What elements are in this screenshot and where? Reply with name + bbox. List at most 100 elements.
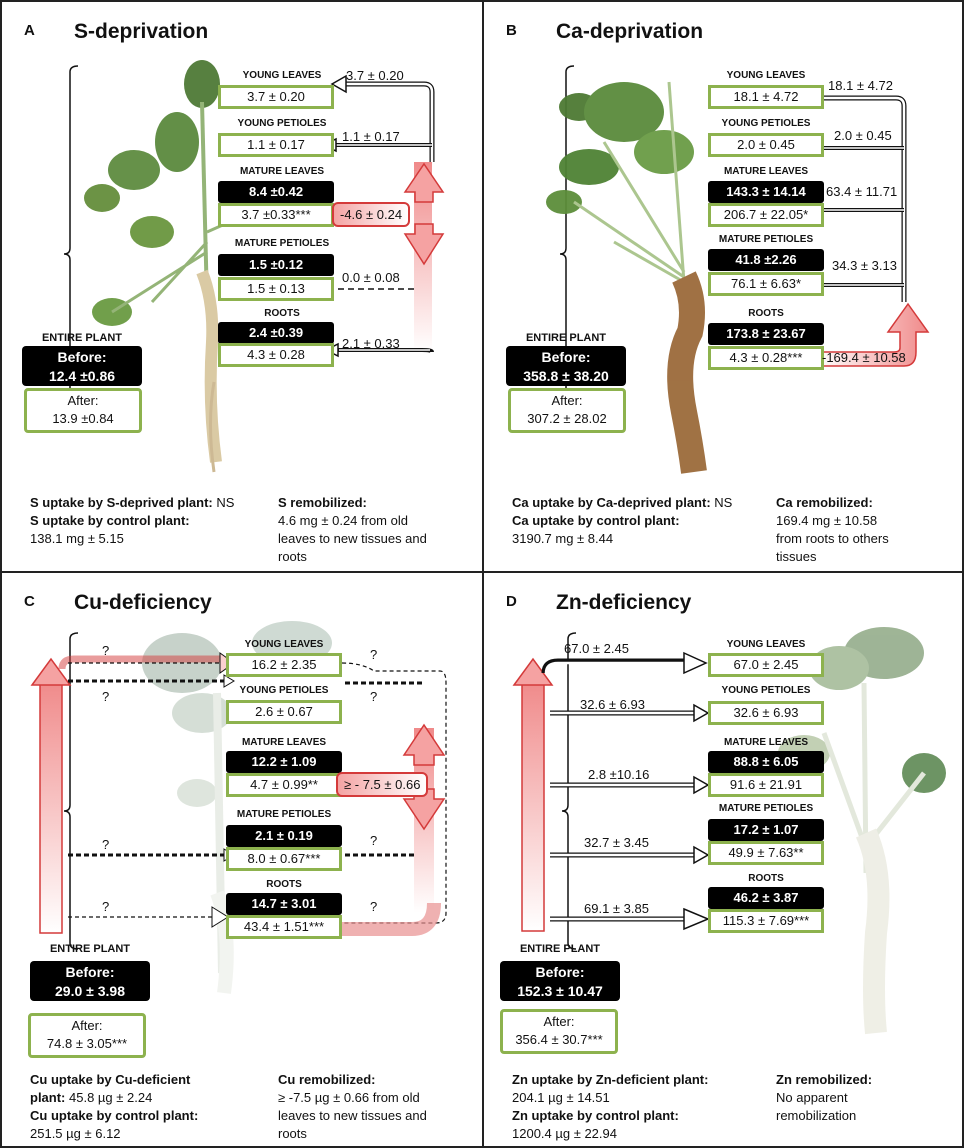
label-mature-leaves: MATURE LEAVES [723,166,809,177]
label-roots: ROOTS [748,873,784,884]
arrow-young-leaves [342,81,435,162]
young-leaves-value: 3.7 ± 0.20 [218,85,334,109]
flow-young-petioles: 32.6 ± 6.93 [580,697,645,712]
remobilized-summary: Cu remobilized: ≥ -7.5 µg ± 0.66 from ol… [278,1071,427,1143]
label-roots: ROOTS [748,308,784,319]
uptake-deprived-value: 204.1 µg ± 14.51 [512,1090,610,1105]
roots-after: 4.3 ± 0.28*** [708,346,824,370]
flow-roots: 69.1 ± 3.85 [584,901,649,916]
young-leaves-value: 67.0 ± 2.45 [708,653,824,677]
roots-after: 43.4 ± 1.51*** [226,915,342,939]
uptake-summary: Ca uptake by Ca-deprived plant: NS Ca up… [512,494,732,548]
mature-petioles-after: 8.0 ± 0.67*** [226,847,342,871]
entire-plant-after: After: 13.9 ±0.84 [24,388,142,433]
flow-mature-petioles: 32.7 ± 3.45 [584,835,649,850]
label-mature-petioles: MATURE PETIOLES [718,234,814,245]
uptake-control-label: Cu uptake by control plant: [30,1108,199,1123]
roots-before: 46.2 ± 3.87 [708,887,824,909]
young-leaves-value: 16.2 ± 2.35 [226,653,342,677]
before-label: Before: [541,349,591,365]
label-young-leaves: YOUNG LEAVES [242,70,322,81]
label-young-petioles: YOUNG PETIOLES [721,685,811,696]
panel-title: Zn-deficiency [556,591,692,614]
remobilized-line: 169.4 mg ± 10.58 [776,513,878,528]
uptake-control-value: 1200.4 µg ± 22.94 [512,1126,617,1141]
mature-leaves-after: 4.7 ± 0.99** [226,773,342,797]
unknown-flow: ? [370,833,378,848]
remobilized-flow: -169.4 ± 10.58 [822,350,906,365]
flow-mature-petioles: 0.0 ± 0.08 [342,270,400,285]
remobilized-line: leaves to new tissues and [278,531,427,546]
uptake-deprived-value: NS [714,495,733,510]
roots-before: 173.8 ± 23.67 [708,323,824,345]
mature-petioles-after: 1.5 ± 0.13 [218,277,334,301]
uptake-control-value: 3190.7 mg ± 8.44 [512,531,614,546]
before-value: 358.8 ± 38.20 [523,368,609,384]
uptake-deprived-label-cont: plant: [30,1090,66,1105]
remobilized-line: roots [278,549,307,564]
uptake-deprived-value: 45.8 µg ± 2.24 [69,1090,153,1105]
label-mature-leaves: MATURE LEAVES [723,737,809,748]
panel-zn-deficiency: D Zn-deficiency 67.0 ± 2.45 32.6 ± 6.93 … [482,571,964,1148]
roots-after: 4.3 ± 0.28 [218,343,334,367]
entire-plant-label: ENTIRE PLANT [525,332,607,344]
uptake-deprived-label: Zn uptake by Zn-deficient plant: [512,1072,709,1087]
after-label: After: [551,393,583,408]
flow-roots: 2.1 ± 0.33 [342,336,400,351]
mature-petioles-after: 49.9 ± 7.63** [708,841,824,865]
remobilized-label: Zn remobilized: [776,1072,873,1087]
label-mature-petioles: MATURE PETIOLES [718,803,814,814]
remobilization-up-arrow [403,162,445,203]
uptake-control-value: 251.5 µg ± 6.12 [30,1126,121,1141]
entire-plant-label: ENTIRE PLANT [49,943,131,955]
before-value: 152.3 ± 10.47 [517,983,603,999]
entire-plant-after: After: 356.4 ± 30.7*** [500,1009,618,1054]
plant-image [546,81,707,474]
remobilized-label: S remobilized: [278,495,367,510]
entire-plant-after: After: 74.8 ± 3.05*** [28,1013,146,1058]
remobilized-summary: Ca remobilized: 169.4 mg ± 10.58 from ro… [776,494,889,566]
mature-leaves-before: 8.4 ±0.42 [218,181,334,203]
label-young-petioles: YOUNG PETIOLES [239,685,329,696]
panel-ca-deprivation: B Ca-deprivation YOUNG LEAVES 18.1 ± 4.7… [482,0,964,573]
remobilized-line: tissues [776,549,817,564]
uptake-deprived-value: NS [216,495,235,510]
label-young-leaves: YOUNG LEAVES [726,639,806,650]
remobilized-line: remobilization [776,1108,857,1123]
flow-young-petioles: 1.1 ± 0.17 [342,129,400,144]
young-petioles-value: 1.1 ± 0.17 [218,133,334,157]
label-young-leaves: YOUNG LEAVES [726,70,806,81]
remobilized-summary: Zn remobilized: No apparent remobilizati… [776,1071,872,1125]
remobilized-line: roots [278,1126,307,1141]
flow-diagram [546,65,930,474]
panel-letter: B [506,22,517,39]
label-roots: ROOTS [264,308,300,319]
mature-petioles-before: 1.5 ±0.12 [218,254,334,276]
mature-leaves-before: 88.8 ± 6.05 [708,751,824,773]
mature-petioles-before: 17.2 ± 1.07 [708,819,824,841]
panel-cu-deficiency: C Cu-deficiency ? ? ? ? ? ? [0,571,484,1148]
entire-plant-after: After: 307.2 ± 28.02 [508,388,626,433]
unknown-flow: ? [370,647,378,662]
before-label: Before: [535,964,585,980]
after-label: After: [71,1018,103,1033]
entire-plant-before: Before: 358.8 ± 38.20 [506,346,626,386]
flow-mature-leaves: 2.8 ±10.16 [588,767,650,782]
unknown-flow: ? [102,899,110,914]
uptake-deprived-label: S uptake by S-deprived plant: [30,495,213,510]
uptake-control-label: Zn uptake by control plant: [512,1108,679,1123]
remobilized-line: from roots to others [776,531,889,546]
uptake-deprived-label: Ca uptake by Ca-deprived plant: [512,495,711,510]
uptake-summary: Cu uptake by Cu-deficient plant: 45.8 µg… [30,1071,198,1143]
mature-petioles-after: 76.1 ± 6.63* [708,272,824,296]
plant-bracket [561,632,577,950]
uptake-bar [39,680,63,934]
uptake-control-label: Ca uptake by control plant: [512,513,680,528]
uptake-deprived-label: Cu uptake by Cu-deficient [30,1072,191,1087]
mature-leaves-after: 91.6 ± 21.91 [708,773,824,797]
plant-bracket [63,632,79,950]
flow-young-leaves: 67.0 ± 2.45 [564,641,629,656]
remobilization-down-arrow [403,223,445,266]
uptake-up-arrow [30,657,72,686]
after-value: 74.8 ± 3.05*** [46,1036,128,1051]
